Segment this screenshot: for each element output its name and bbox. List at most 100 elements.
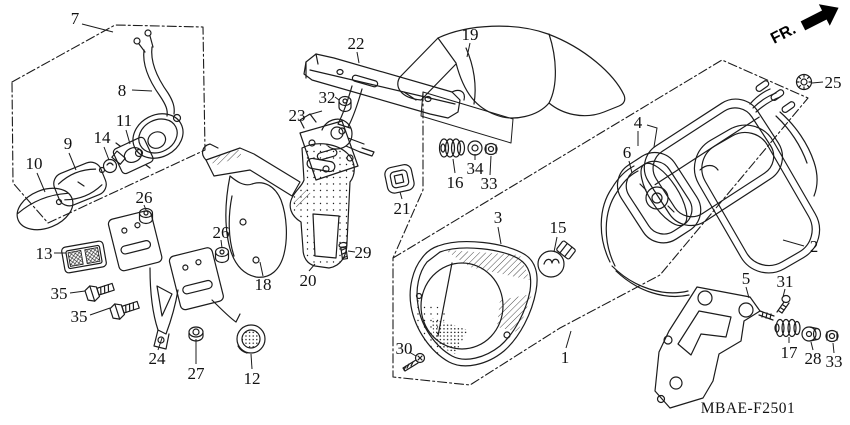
leader-line-22 [356,51,360,64]
part-label-11: 11 [116,111,132,130]
part-15-bulb-drawing [537,240,576,278]
mount-panel-outline [420,91,514,144]
part-label-1: 1 [561,348,570,367]
part-10-lens-drawing [16,187,74,231]
part-label-27: 27 [188,364,206,383]
part-30-screw-drawing [402,352,426,372]
part-label-16: 16 [447,173,464,192]
part-13-reflector-drawing [61,240,107,274]
part-label-10: 10 [26,154,43,173]
part-label-23: 23 [289,106,306,125]
leader-line-10 [36,172,46,193]
part-19-cover-drawing [397,25,626,119]
part-label-33: 33 [826,352,843,371]
leader-line-6 [628,160,633,174]
leader-line-3 [497,226,502,245]
diagram-code: MBAE-F2501 [701,400,796,417]
leader-line-26 [220,239,223,249]
part-label-3: 3 [494,208,503,227]
part-label-33: 33 [481,174,498,193]
part-label-7: 7 [71,9,80,28]
leader-line-23 [307,110,323,116]
part-label-20: 20 [300,271,317,290]
part-18-fender-b-drawing [201,143,301,278]
part-label-5: 5 [742,269,751,288]
part-label-35: 35 [71,307,88,326]
part-label-18: 18 [255,275,272,294]
fr-direction-indicator: FR. [768,4,839,48]
part-label-2: 2 [810,237,819,256]
part-label-8: 8 [118,81,127,100]
leader-line-29 [347,250,356,253]
leader-line-4 [646,124,658,148]
part-label-12: 12 [244,369,261,388]
part-label-25: 25 [825,73,842,92]
part-label-4: 4 [634,113,643,132]
part-20-mudguard-drawing [289,143,355,269]
part-16-grommet-drawing [438,138,466,158]
part-label-30: 30 [396,339,413,358]
part-34-washer-drawing [467,140,483,156]
leader-line-8 [131,89,153,92]
part-label-14: 14 [94,128,112,147]
part-label-35: 35 [51,284,68,303]
leader-line-7 [81,23,114,33]
part-label-28: 28 [805,349,822,368]
leader-line-32 [334,96,340,101]
leader-line-30 [408,351,417,357]
part-6-seal-drawing [600,165,690,298]
part-label-17: 17 [781,343,799,362]
part-label-26: 26 [213,223,230,242]
leader-lines [36,23,835,370]
part-9-housing-drawing [53,161,107,207]
leader-line-12 [250,353,253,370]
part-31-screw-drawing [776,294,791,314]
part-label-13: 13 [36,244,53,263]
part-26-nut-drawing [138,207,154,225]
leader-line-28 [810,341,814,351]
leader-line-18 [259,261,264,277]
part-24-license-bracket-drawing [107,210,241,350]
leader-line-33 [489,155,492,176]
part-label-19: 19 [462,25,479,44]
part-label-9: 9 [64,134,73,153]
leader-line-14 [103,146,110,161]
fr-arrow-icon [800,4,839,31]
part-3-lens-drawing [409,241,538,367]
part-21-rubber-mount-drawing [384,164,415,194]
leader-line-26 [143,204,147,211]
part-27-nut-drawing [188,326,204,342]
part-33-nut-drawing [825,329,839,343]
leader-line-9 [68,152,77,171]
part-32-nut-drawing [338,95,352,113]
leader-line-31 [782,288,786,298]
leader-line-20 [308,263,316,272]
group-7-boundary [11,24,206,224]
leader-line-16 [452,158,456,174]
part-5-bracket-drawing [654,286,775,409]
leader-line-1 [565,330,572,349]
part-label-32: 32 [319,88,336,107]
leader-line-15 [553,236,558,253]
part-label-6: 6 [623,143,632,162]
part-28-collar-drawing [801,326,822,342]
part-label-34: 34 [467,159,485,178]
leader-line-5 [745,286,750,299]
leader-line-19 [466,42,471,58]
part-2-gasket-drawing [693,124,821,274]
leader-line-35 [89,307,111,316]
part-label-24: 24 [149,349,167,368]
part-label-15: 15 [550,218,567,237]
group-1-boundary [392,59,809,386]
part-label-22: 22 [348,34,365,53]
part-17-grommet-drawing [774,318,801,338]
part-33-nut-drawing [484,142,498,156]
leader-line-21 [399,191,403,200]
part-29-screw-drawing [338,241,349,260]
leader-line-11 [125,129,131,145]
part-14-bulb-drawing [102,150,127,174]
part-35-bolt-drawing [84,282,115,302]
part-35-bolt-drawing [109,300,140,320]
